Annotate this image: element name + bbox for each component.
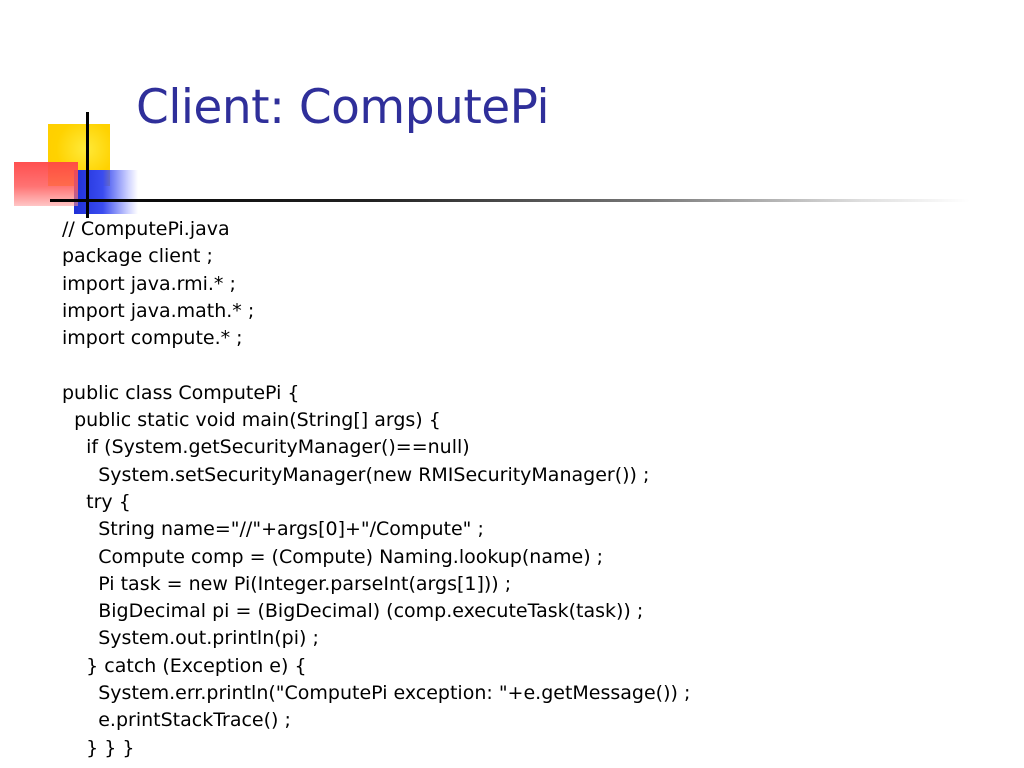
code-line: } } } <box>62 736 135 759</box>
code-line: BigDecimal pi = (BigDecimal) (comp.execu… <box>62 600 644 623</box>
code-line: System.err.println("ComputePi exception:… <box>62 682 691 705</box>
vertical-rule-decoration <box>86 112 89 218</box>
code-line: } catch (Exception e) { <box>62 654 307 677</box>
code-line: import java.math.* ; <box>62 299 255 322</box>
code-line: if (System.getSecurityManager()==null) <box>62 436 470 459</box>
red-square-decoration <box>14 162 78 206</box>
code-listing: // ComputePi.java package client ; impor… <box>62 216 690 762</box>
code-line: System.out.println(pi) ; <box>62 627 319 650</box>
code-line: Pi task = new Pi(Integer.parseInt(args[1… <box>62 572 512 595</box>
title-underline-rule <box>50 199 970 202</box>
code-line: String name="//"+args[0]+"/Compute" ; <box>62 518 484 541</box>
slide-title: Client: ComputePi <box>136 80 550 135</box>
code-line: public class ComputePi { <box>62 381 300 404</box>
code-line: // ComputePi.java <box>62 218 230 240</box>
code-line: try { <box>62 490 131 513</box>
code-line: e.printStackTrace() ; <box>62 709 291 732</box>
code-line: import compute.* ; <box>62 327 243 350</box>
blue-square-decoration <box>74 170 138 214</box>
code-line-blank <box>62 352 690 379</box>
code-line: public static void main(String[] args) { <box>62 409 441 432</box>
code-line: package client ; <box>62 245 213 268</box>
code-line: import java.rmi.* ; <box>62 272 236 295</box>
code-line: System.setSecurityManager(new RMISecurit… <box>62 463 650 486</box>
code-line: Compute comp = (Compute) Naming.lookup(n… <box>62 545 604 568</box>
